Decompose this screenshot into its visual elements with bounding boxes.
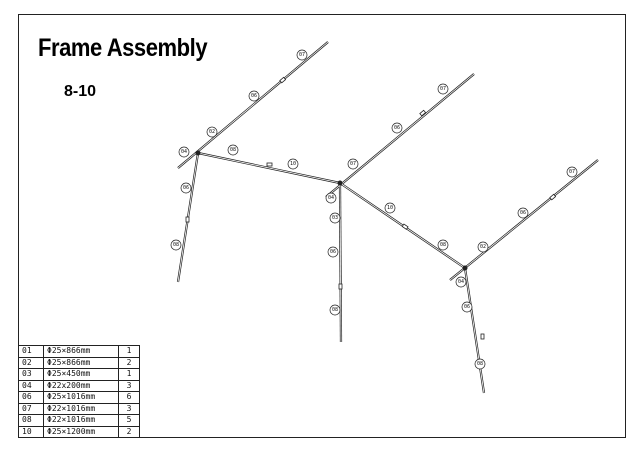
callout-circle	[329, 212, 341, 224]
callout-label: 08	[230, 147, 236, 153]
part-number: 07	[18, 402, 44, 415]
callout-circle	[227, 144, 239, 156]
callout-circle	[327, 246, 339, 258]
step-number: 8-10	[64, 83, 97, 100]
part-number: 02	[18, 356, 44, 369]
drawing-border	[18, 14, 626, 438]
callout-label: 06	[394, 125, 400, 131]
callout-circle	[296, 49, 308, 61]
callout-label: 03	[332, 215, 338, 221]
callout-circle	[206, 126, 218, 138]
part-number: 08	[18, 414, 44, 427]
callout-label: 10	[290, 161, 296, 167]
part-quantity: 6	[118, 391, 140, 404]
part-number: 01	[18, 345, 44, 358]
part-number: 03	[18, 368, 44, 381]
callout-label: 07	[299, 52, 305, 58]
callout-circle	[170, 239, 182, 251]
part-description: Φ25×1016mm	[43, 391, 119, 404]
callout-label: 02	[209, 129, 215, 135]
callout-circle	[329, 304, 341, 316]
part-description: Φ25×450mm	[43, 368, 119, 381]
callout-circle	[178, 146, 190, 158]
callout-label: 06	[520, 210, 526, 216]
part-description: Φ22×1016mm	[43, 414, 119, 427]
callout-circle	[437, 83, 449, 95]
page-title: Frame Assembly	[38, 34, 208, 62]
callout-label: 04	[458, 279, 464, 285]
callout-circle	[384, 202, 396, 214]
part-description: Φ22x200mm	[43, 379, 119, 392]
callout-label: 07	[440, 86, 446, 92]
part-quantity: 1	[118, 368, 140, 381]
callout-label: 08	[477, 361, 483, 367]
callout-circle	[325, 192, 337, 204]
callout-label: 02	[480, 244, 486, 250]
callout-label: 06	[464, 304, 470, 310]
part-description: Φ25×866mm	[43, 345, 119, 358]
part-number: 04	[18, 379, 44, 392]
callout-circle	[287, 158, 299, 170]
pole-clips	[185, 76, 557, 340]
callout-label: 07	[569, 169, 575, 175]
callout-label: 06	[330, 249, 336, 255]
callout-circle	[455, 276, 467, 288]
part-quantity: 3	[118, 402, 140, 415]
callout-label: 06	[251, 93, 257, 99]
callout-label: 06	[183, 185, 189, 191]
callout-circle	[437, 239, 449, 251]
callout-label: 04	[181, 149, 187, 155]
part-description: Φ25×1200mm	[43, 425, 119, 438]
callout-circle	[347, 158, 359, 170]
callout-circle	[517, 207, 529, 219]
part-number: 10	[18, 425, 44, 438]
poles	[176, 41, 599, 394]
callout-label: 08	[332, 307, 338, 313]
joints	[195, 150, 468, 271]
callout-circle	[180, 182, 192, 194]
callout-labels: 07 06 02 04 08 10 07 06 07 04 03 06 08 06 08 10 08 02 04 06…	[170, 49, 578, 370]
part-quantity: 3	[118, 379, 140, 392]
callout-label: 08	[440, 242, 446, 248]
callout-circle	[474, 358, 486, 370]
part-quantity: 5	[118, 414, 140, 427]
callout-circle	[248, 90, 260, 102]
callout-label: 08	[173, 242, 179, 248]
callout-circle	[477, 241, 489, 253]
callout-label: 10	[387, 205, 393, 211]
part-quantity: 2	[118, 356, 140, 369]
part-description: Φ22×1016mm	[43, 402, 119, 415]
callout-circle	[566, 166, 578, 178]
part-description: Φ25×866mm	[43, 356, 119, 369]
part-quantity: 1	[118, 345, 140, 358]
part-number: 06	[18, 391, 44, 404]
callout-label: 04	[328, 195, 334, 201]
callout-circle	[461, 301, 473, 313]
callout-circle	[391, 122, 403, 134]
part-quantity: 2	[118, 425, 140, 438]
callout-label: 07	[350, 161, 356, 167]
